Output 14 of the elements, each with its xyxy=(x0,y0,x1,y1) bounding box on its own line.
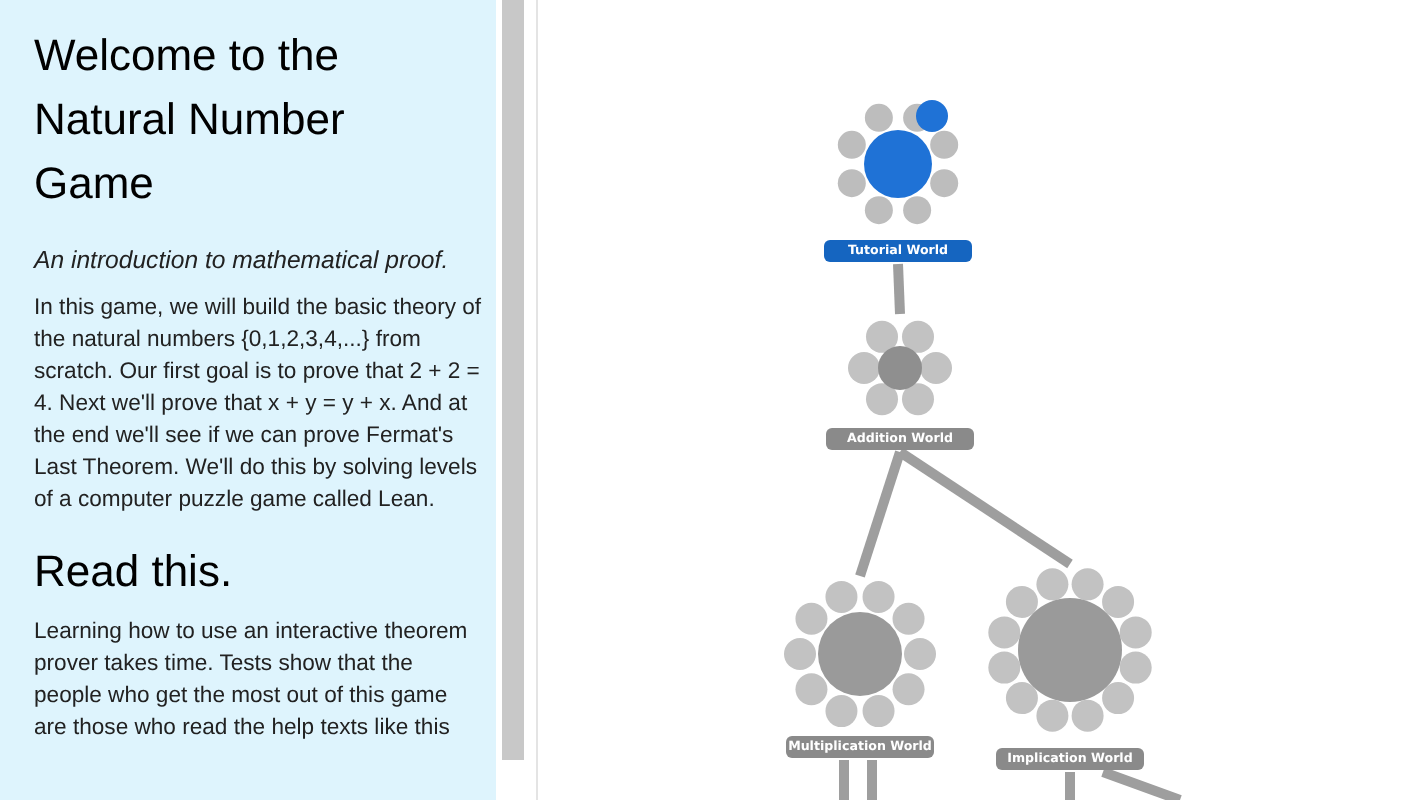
intro-paragraph: In this game, we will build the basic theory of the natural numbers {0,1,2,3,4,...} from scratch. Our first goal is to prove that 2 + 2 = 4. Next we'll prove that x + y = y + x. And at the end we'll see if we can prove Fermat's Last Theorem. We'll do this by solving levels of a computer puzzle game called Lean. xyxy=(34,294,484,516)
connector-line xyxy=(1065,772,1075,800)
connector-line xyxy=(839,760,849,800)
subtitle: An introduction to mathematical proof. xyxy=(34,244,451,276)
connector-line xyxy=(1101,767,1182,800)
paragraph: Learning how to use an interactive theorem prover takes time. Tests show that the people who get the most out of this game are those who read the help texts like this xyxy=(34,618,470,744)
connector-line xyxy=(855,450,905,578)
world-node xyxy=(782,576,938,760)
page-title: Welcome to the Natural Number Game xyxy=(34,28,347,212)
connector-line xyxy=(893,263,905,315)
world-node xyxy=(984,564,1156,772)
section-heading: Read this. xyxy=(34,544,235,600)
connector-line xyxy=(897,447,1073,569)
connector-line xyxy=(867,760,877,800)
